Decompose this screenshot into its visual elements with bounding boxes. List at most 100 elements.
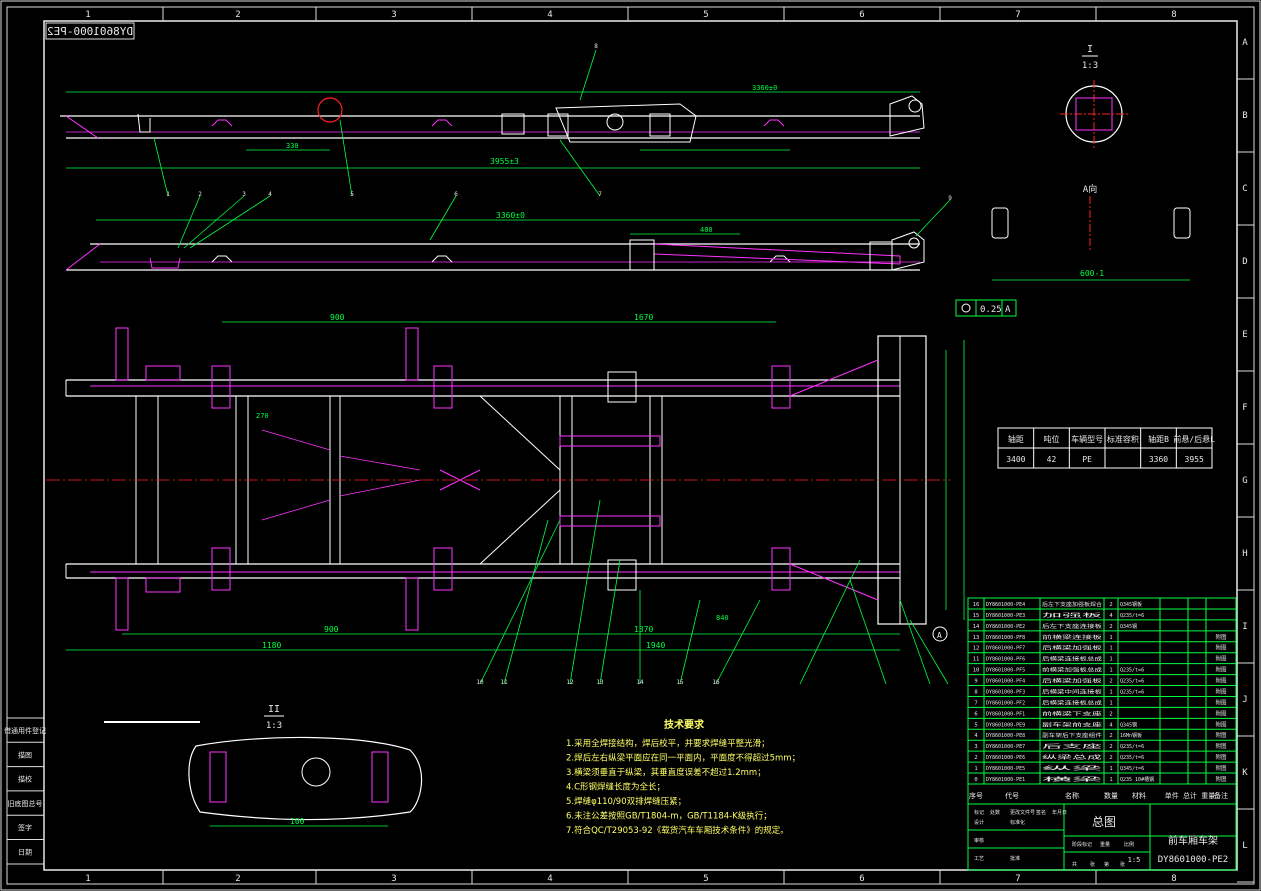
part-balloon: 4 (268, 191, 272, 198)
bom-name: 纵梁总成 (1042, 754, 1102, 761)
stamp-row-label: 描校 (18, 775, 32, 784)
part-balloon: 10 (476, 679, 484, 686)
part-balloon: 1 (166, 191, 170, 198)
bom-no: 7 (974, 700, 977, 706)
svg-text:1940: 1940 (646, 641, 665, 650)
bom-name: 后左下支座加强板焊合 (1042, 601, 1102, 608)
title-block-label: 标记 (974, 809, 984, 816)
bom-material: Q235/t=6 (1120, 668, 1144, 674)
tech-requirement-item: 4.C形钢焊缝长度为全长； (566, 782, 665, 793)
svg-text:A: A (1005, 305, 1011, 315)
part-balloon: 2 (198, 191, 202, 198)
title-block-label: 标准化 (1010, 819, 1025, 826)
spec-value: 42 (1047, 455, 1057, 464)
detail-view-a: A向 600-1 (991, 183, 1191, 281)
title-block-label: 签名 (1036, 809, 1046, 816)
title-block-label: 更改文件号 (1010, 809, 1035, 816)
drawing-number: DY8601000-PE2 (1158, 855, 1228, 865)
stamp-row-label: 描图 (18, 750, 32, 759)
bom-code: DY8601000-PF7 (986, 646, 1025, 652)
zone-col-label: 5 (703, 874, 708, 884)
bom-qty: 4 (1109, 722, 1113, 728)
bom-no: 4 (974, 733, 978, 739)
bom-code: DY8601000-PF1 (986, 711, 1025, 717)
zone-col-label: 5 (703, 10, 708, 20)
bom-note: 附图 (1215, 666, 1227, 674)
part-balloon: 13 (596, 679, 604, 686)
bom-code: DY8601000-PF8 (986, 635, 1025, 641)
bom-name: 后横梁连接板总成 (1042, 699, 1102, 706)
svg-text:900: 900 (324, 625, 339, 634)
part-balloon: 15 (676, 679, 684, 686)
stamp-row-label: 借通用件登记 (4, 726, 46, 735)
bom-code: DY8601000-PE8 (986, 733, 1025, 739)
bom-note: 附图 (1215, 655, 1227, 663)
svg-text:A向: A向 (1083, 183, 1097, 195)
bom-header: 名称 (1065, 791, 1079, 800)
svg-text:100: 100 (290, 817, 305, 826)
bom-material: Q235/t=6 (1120, 755, 1144, 761)
part-balloon: 8 (594, 43, 598, 50)
title-block-label: 阶段标记 (1072, 841, 1092, 848)
svg-text:400: 400 (700, 226, 713, 234)
bom-note: 附图 (1215, 764, 1227, 772)
zone-col-label: 4 (547, 874, 552, 884)
zone-col-label: 6 (859, 10, 864, 20)
zone-col-label: 3 (391, 10, 396, 20)
bom-header: 代号 (1005, 791, 1019, 800)
title-block-label: 处数 (990, 809, 1000, 816)
svg-text:II: II (268, 704, 280, 715)
bom-qty: 2 (1109, 711, 1112, 717)
svg-text:1:3: 1:3 (1082, 61, 1098, 71)
stamp-row-label: 日期 (18, 849, 32, 857)
title-block-label: 张 (1120, 861, 1125, 868)
bom-no: 0 (974, 777, 977, 783)
bom-name: 副车架前支座 (1042, 721, 1102, 728)
bom-qty: 1 (1109, 635, 1112, 641)
bom-code: DY8601000-PE5 (986, 766, 1025, 772)
zone-row-label: G (1242, 476, 1247, 486)
bom-code: DY8601000-PF3 (986, 689, 1025, 695)
part-name: 前车厢车架 (1168, 834, 1218, 847)
bom-name: 前横梁加强板总成 (1042, 667, 1102, 674)
spec-value: 3360 (1149, 455, 1168, 464)
zone-col-label: 8 (1171, 10, 1176, 20)
bom-qty: 2 (1109, 602, 1112, 608)
bom-code: DY8601000-PF2 (986, 700, 1025, 706)
svg-text:I: I (1087, 44, 1093, 55)
title-block-label: 设计 (974, 819, 984, 826)
mirrored-drawing-number: DY8601000-PE2 (45, 22, 135, 40)
spec-header: 前悬/后悬L (1173, 434, 1215, 444)
bom-header: 序号 (969, 791, 983, 800)
zone-col-label: 2 (235, 10, 240, 20)
part-balloon: 3 (242, 191, 246, 198)
bom-code: DY8601000-PE4 (986, 602, 1025, 608)
bom-no: 13 (973, 635, 980, 641)
svg-text:0.25: 0.25 (980, 305, 1002, 315)
svg-text:DY8601000-PE2: DY8601000-PE2 (47, 25, 133, 38)
bom-no: 12 (973, 646, 980, 652)
bom-material: Q235/t=6 (1120, 689, 1144, 695)
part-balloon: 11 (500, 679, 508, 686)
svg-text:3360±0: 3360±0 (496, 211, 525, 220)
bom-qty: 1 (1109, 689, 1112, 695)
bom-note: 附图 (1215, 677, 1227, 685)
svg-text:900: 900 (330, 313, 345, 322)
bom-name: 后横梁加强板 (1042, 678, 1102, 685)
bom-name: 横梁 (1042, 776, 1102, 783)
bom-no: 6 (974, 711, 977, 717)
zone-row-label: D (1242, 257, 1247, 267)
side-view-top: 3955±3 330 3360±0 (60, 49, 925, 197)
bom-note: 附图 (1215, 753, 1227, 761)
